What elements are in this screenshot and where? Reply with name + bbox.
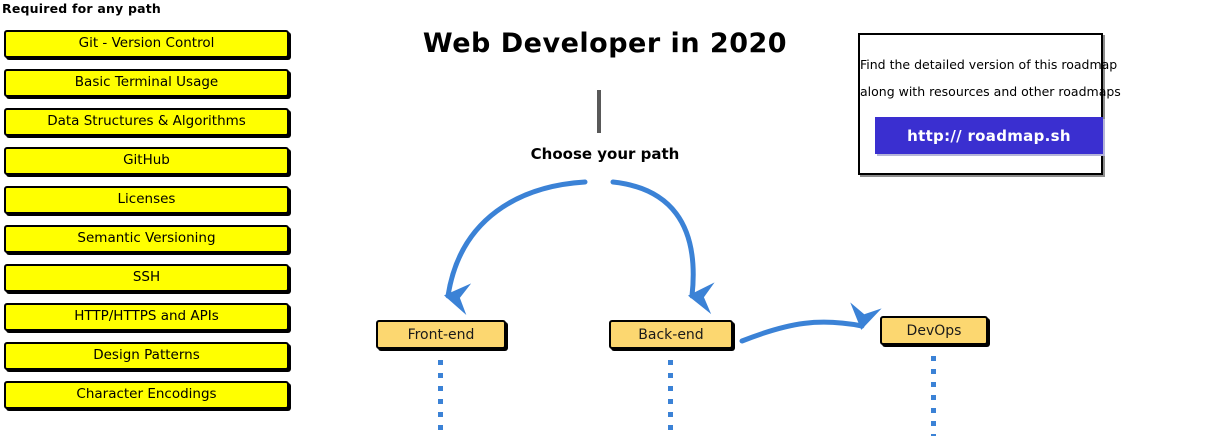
- dotted-stem-backend: [668, 360, 673, 436]
- info-panel-line-2: along with resources and other roadmaps: [860, 84, 1121, 99]
- required-skill-label: Semantic Versioning: [77, 230, 216, 247]
- choose-your-path-label: Choose your path: [530, 145, 680, 163]
- roadmap-title: Web Developer in 2020: [422, 28, 788, 59]
- required-skill-label: GitHub: [123, 152, 170, 169]
- required-skill-label: Basic Terminal Usage: [74, 74, 219, 91]
- required-skill-label: Design Patterns: [93, 347, 200, 364]
- dotted-stem-frontend: [438, 360, 443, 436]
- required-skill-item[interactable]: Design Patterns: [4, 342, 289, 370]
- path-box-backend[interactable]: Back-end: [609, 320, 733, 349]
- required-skill-item[interactable]: HTTP/HTTPS and APIs: [4, 303, 289, 331]
- path-box-label: Back-end: [638, 326, 704, 343]
- required-skill-item[interactable]: GitHub: [4, 147, 289, 175]
- required-skill-item[interactable]: SSH: [4, 264, 289, 292]
- path-box-label: Front-end: [407, 326, 475, 343]
- required-skill-item[interactable]: Licenses: [4, 186, 289, 214]
- arrow-backend-to-devops: [739, 302, 882, 344]
- arrow-to-backend: [610, 179, 715, 315]
- path-box-label: DevOps: [906, 322, 962, 339]
- required-skill-item[interactable]: Basic Terminal Usage: [4, 69, 289, 97]
- required-skill-label: Licenses: [117, 191, 176, 208]
- trunk-connector-line: [597, 90, 601, 133]
- required-skill-label: Git - Version Control: [78, 35, 215, 52]
- required-skill-label: SSH: [132, 269, 161, 286]
- required-skills-list: Git - Version Control Basic Terminal Usa…: [4, 30, 289, 420]
- required-skill-item[interactable]: Semantic Versioning: [4, 225, 289, 253]
- required-skill-label: HTTP/HTTPS and APIs: [74, 308, 219, 325]
- required-skills-column: Required for any path Git - Version Cont…: [0, 0, 300, 436]
- dotted-stem-devops: [931, 356, 936, 436]
- path-box-devops[interactable]: DevOps: [880, 316, 988, 345]
- required-skill-item[interactable]: Data Structures & Algorithms: [4, 108, 289, 136]
- path-box-frontend[interactable]: Front-end: [376, 320, 506, 349]
- info-panel: Find the detailed version of this roadma…: [858, 33, 1121, 175]
- required-skill-item[interactable]: Character Encodings: [4, 381, 289, 409]
- required-skills-heading: Required for any path: [2, 1, 162, 16]
- roadmap-sh-link-button[interactable]: http:// roadmap.sh: [875, 117, 1103, 154]
- required-skill-label: Data Structures & Algorithms: [47, 113, 246, 130]
- info-panel-line-1: Find the detailed version of this roadma…: [860, 57, 1118, 72]
- required-skill-item[interactable]: Git - Version Control: [4, 30, 289, 58]
- required-skill-label: Character Encodings: [76, 386, 217, 403]
- arrow-to-frontend: [444, 179, 588, 316]
- roadmap-sh-link-label: http:// roadmap.sh: [907, 126, 1071, 145]
